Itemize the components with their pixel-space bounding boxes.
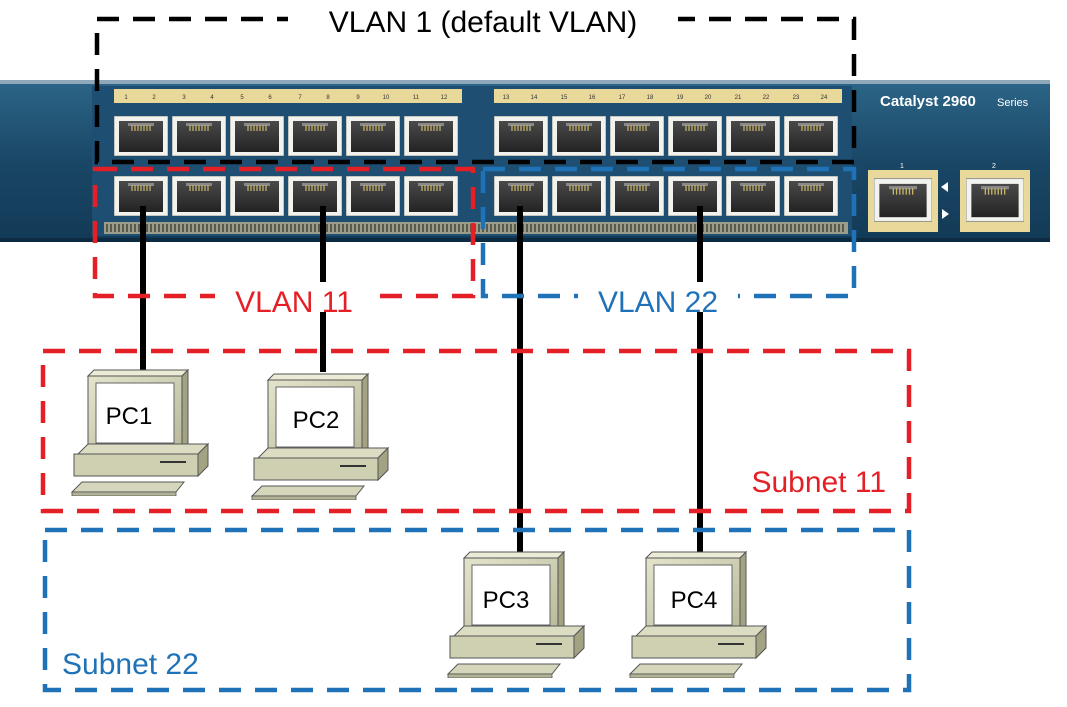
pc3: PC3 bbox=[447, 551, 585, 678]
top-port bbox=[784, 116, 838, 156]
port-number-label: 18 bbox=[647, 95, 654, 101]
vlan11-region: VLAN 11 bbox=[92, 166, 476, 319]
port-number-label: 14 bbox=[531, 95, 538, 101]
bottom-port bbox=[668, 176, 722, 216]
top-port bbox=[172, 116, 226, 156]
port-number-label: 12 bbox=[441, 95, 448, 101]
top-port bbox=[726, 116, 780, 156]
bottom-port bbox=[288, 176, 342, 216]
port-number-label: 2 bbox=[152, 95, 156, 101]
port-number-label: 3 bbox=[182, 95, 186, 101]
port-number-label: 19 bbox=[677, 95, 684, 101]
pc2-label: PC2 bbox=[293, 407, 340, 434]
cables bbox=[140, 206, 703, 553]
vlan11-label: VLAN 11 bbox=[235, 286, 353, 319]
svg-text:2: 2 bbox=[992, 163, 996, 170]
bottom-port bbox=[346, 176, 400, 216]
top-port bbox=[404, 116, 458, 156]
top-port bbox=[114, 116, 168, 156]
port-number-label: 7 bbox=[298, 95, 302, 101]
port-number-label: 22 bbox=[763, 95, 770, 101]
top-port bbox=[288, 116, 342, 156]
uplink-arrow-right bbox=[942, 209, 949, 219]
port-number-label: 21 bbox=[735, 95, 742, 101]
top-port bbox=[668, 116, 722, 156]
port-number-label: 6 bbox=[268, 95, 272, 101]
port-number-label: 17 bbox=[619, 95, 626, 101]
top-port bbox=[494, 116, 548, 156]
pc4-label: PC4 bbox=[671, 587, 718, 614]
pc3-label: PC3 bbox=[483, 587, 530, 614]
bottom-port bbox=[784, 176, 838, 216]
port-number-label: 4 bbox=[210, 95, 214, 101]
vlan22-label: VLAN 22 bbox=[598, 286, 718, 319]
bottom-port bbox=[230, 176, 284, 216]
uplink-port-2: 2 bbox=[960, 163, 1030, 232]
bottom-port bbox=[610, 176, 664, 216]
switch-model-label: Catalyst 2960 bbox=[880, 93, 976, 110]
port-number-label: 24 bbox=[821, 95, 828, 101]
uplink-arrow-left bbox=[941, 182, 948, 192]
port-number-label: 10 bbox=[383, 95, 390, 101]
port-number-label: 20 bbox=[705, 95, 712, 101]
bottom-port bbox=[404, 176, 458, 216]
bottom-port bbox=[726, 176, 780, 216]
top-port bbox=[610, 116, 664, 156]
port-number-label: 13 bbox=[503, 95, 510, 101]
pc4: PC4 bbox=[629, 551, 767, 678]
pc1: PC1 bbox=[71, 369, 209, 496]
vlan22-region: VLAN 22 bbox=[480, 166, 857, 319]
vlan1-region: VLAN 1 (default VLAN) bbox=[94, 4, 857, 165]
port-number-label: 23 bbox=[793, 95, 800, 101]
vlan1-label: VLAN 1 (default VLAN) bbox=[329, 6, 637, 39]
subnet22-label: Subnet 22 bbox=[62, 648, 199, 681]
port-number-label: 15 bbox=[561, 95, 568, 101]
top-port bbox=[230, 116, 284, 156]
bottom-port bbox=[552, 176, 606, 216]
pc2: PC2 bbox=[251, 373, 389, 500]
port-number-label: 8 bbox=[326, 95, 330, 101]
top-port bbox=[346, 116, 400, 156]
subnet22-region: Subnet 22 bbox=[42, 527, 912, 693]
port-number-label: 16 bbox=[589, 95, 596, 101]
port-number-label: 5 bbox=[240, 95, 244, 101]
switch-series-label: Series bbox=[997, 97, 1029, 109]
port-number-label: 1 bbox=[124, 95, 128, 101]
port-number-label: 11 bbox=[413, 95, 420, 101]
uplink-port-1: 1 bbox=[868, 163, 938, 232]
port-number-label: 9 bbox=[356, 95, 360, 101]
subnet11-region: Subnet 11 bbox=[40, 348, 912, 514]
pc1-label: PC1 bbox=[106, 403, 153, 430]
subnet11-label: Subnet 11 bbox=[751, 466, 886, 499]
bottom-port bbox=[172, 176, 226, 216]
svg-text:1: 1 bbox=[900, 163, 904, 170]
top-port bbox=[552, 116, 606, 156]
